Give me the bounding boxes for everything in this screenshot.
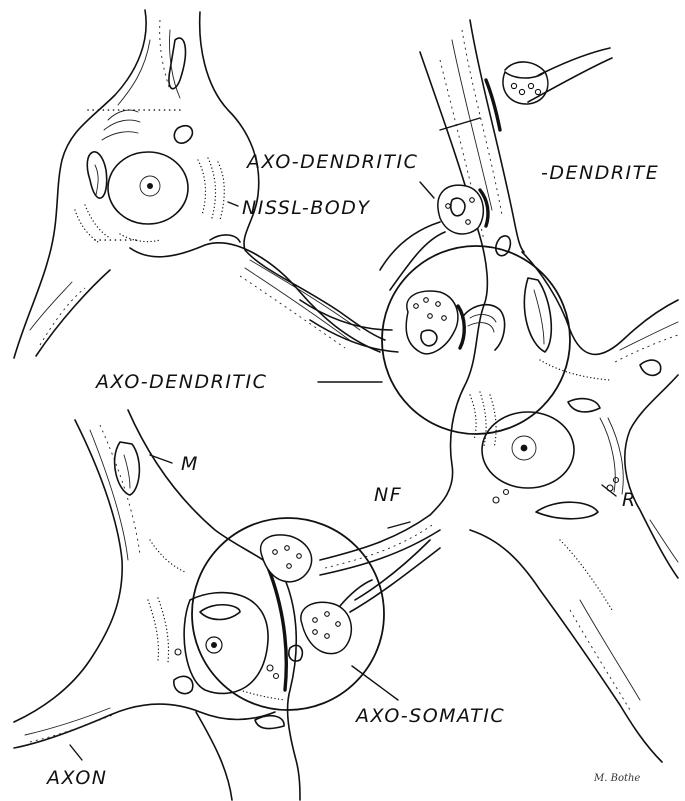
label-r: R (622, 489, 637, 511)
label-nf: NF (374, 484, 402, 506)
neuron-right (430, 236, 678, 762)
nf-fiber (320, 515, 440, 612)
mitochondrion-m (115, 442, 140, 495)
label-axo-dendritic-top: AXO-DENDRITIC (245, 151, 418, 173)
mitochondrion-right (524, 278, 551, 352)
artist-signature: M. Bothe (593, 773, 640, 784)
axo-dendritic-bouton-top (380, 185, 488, 290)
neuron-bottom-left (14, 410, 302, 800)
nissl-body-dots-right (470, 360, 612, 610)
label-m: M (181, 453, 199, 475)
label-nissl-body: NISSL-BODY (242, 197, 370, 219)
neuron-top-left (14, 10, 385, 358)
label-dendrite: -DENDRITE (541, 162, 659, 184)
label-axon: AXON (45, 767, 108, 789)
label-axo-dendritic-mid: AXO-DENDRITIC (94, 371, 267, 393)
label-axo-somatic: AXO-SOMATIC (354, 705, 505, 727)
